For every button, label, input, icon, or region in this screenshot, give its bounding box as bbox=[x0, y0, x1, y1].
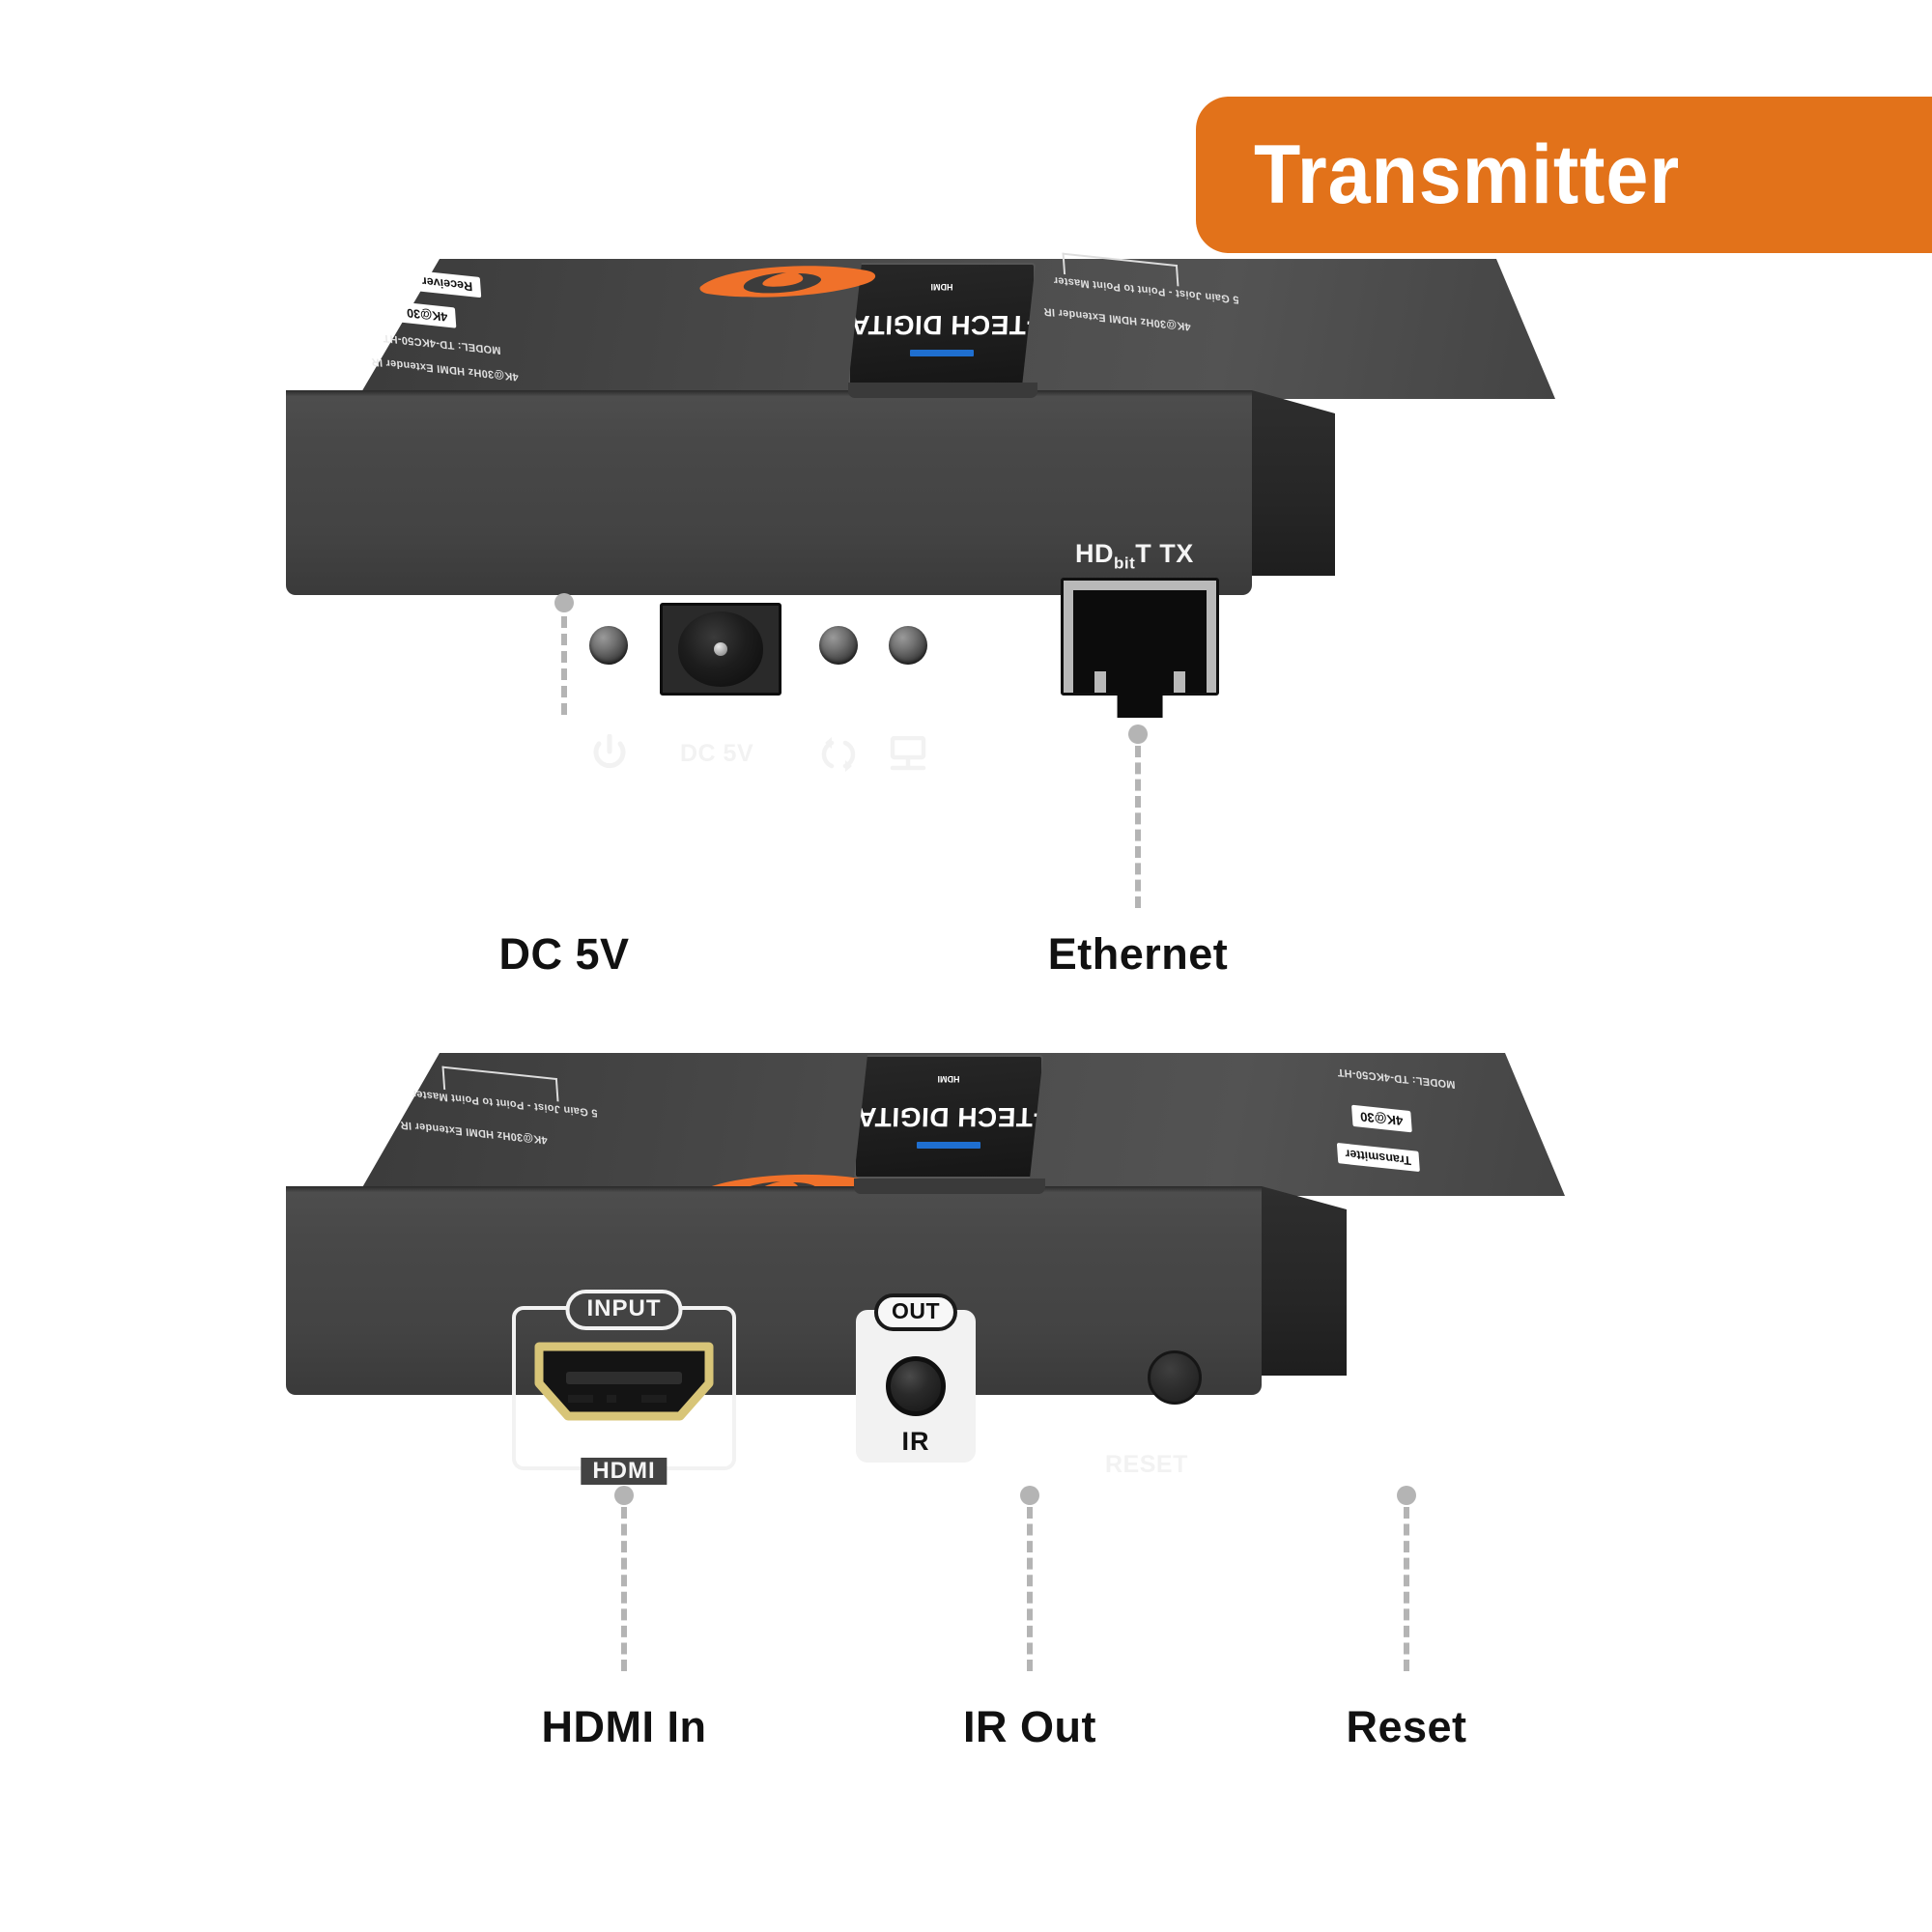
transmitter-banner: Transmitter bbox=[1196, 97, 1932, 253]
rj45-gap-left bbox=[1094, 671, 1106, 693]
hdbit-label-main: HD bbox=[1075, 539, 1114, 568]
link-led bbox=[819, 626, 858, 665]
brand-plate-2: J-TECH DIGITAL HDMI bbox=[854, 1055, 1043, 1179]
hdmi-connector[interactable] bbox=[533, 1341, 715, 1424]
chassis-right-side-2 bbox=[1262, 1186, 1347, 1376]
ir-out-tag: OUT bbox=[873, 1293, 958, 1331]
hdbit-label-tail: T TX bbox=[1135, 539, 1194, 568]
lid-silkscreen-right-2: MODEL: TD-4KC50-HT 4K@30 Transmitter bbox=[1314, 1063, 1536, 1217]
ir-label: IR bbox=[901, 1427, 930, 1456]
callout-dot-ethernet bbox=[1128, 724, 1148, 744]
jtech-swoosh-logo bbox=[699, 266, 876, 298]
callout-dot-hdmi-in bbox=[614, 1486, 634, 1505]
brand-sub-2: HDMI bbox=[937, 1074, 960, 1084]
callout-line-ethernet bbox=[1135, 746, 1141, 908]
callout-line-ir-out bbox=[1027, 1507, 1033, 1671]
reset-button[interactable] bbox=[1148, 1350, 1202, 1405]
dc-power-jack[interactable] bbox=[660, 603, 781, 696]
callout-label-ethernet: Ethernet bbox=[1047, 929, 1229, 979]
brand-accent-bar bbox=[910, 350, 974, 356]
callout-label-hdmi-in: HDMI In bbox=[541, 1702, 707, 1751]
front-bevel-2 bbox=[286, 1186, 1262, 1192]
dc-jack-barrel bbox=[677, 611, 764, 687]
lid-notch-2 bbox=[854, 1179, 1045, 1194]
refresh-loop-icon bbox=[821, 737, 856, 772]
hdmi-input-group[interactable]: INPUT HDMI bbox=[512, 1290, 736, 1485]
power-icon bbox=[593, 734, 626, 769]
dc-5v-label: DC 5V bbox=[680, 740, 754, 767]
lid-badge-resolution-2: 4K@30 bbox=[1350, 1104, 1412, 1133]
lid-model-text-2: MODEL: TD-4KC50-HT bbox=[1336, 1065, 1456, 1091]
hdbit-label-sub: bit bbox=[1114, 554, 1136, 573]
rj45-tab-slot bbox=[1117, 689, 1163, 718]
front-bevel bbox=[286, 390, 1252, 396]
callout-line-dc5v bbox=[561, 616, 567, 715]
rj45-cavity bbox=[1073, 590, 1207, 718]
hdbit-tx-label: HDbitT TX bbox=[1075, 539, 1194, 573]
device-front-view: J-TECH DIGITAL HDMI Receiver 4K@30 MODEL… bbox=[0, 0, 1932, 979]
callout-label-ir-out: IR Out bbox=[963, 1702, 1096, 1751]
brand-accent-bar-2 bbox=[917, 1142, 980, 1149]
lid-badge-transmitter: Transmitter bbox=[1336, 1142, 1420, 1173]
callout-label-reset: Reset bbox=[1346, 1702, 1467, 1751]
callout-line-hdmi-in bbox=[621, 1507, 627, 1671]
banner-label: Transmitter bbox=[1254, 128, 1681, 221]
hdmi-label: HDMI bbox=[581, 1458, 668, 1485]
chassis-front-face-2 bbox=[286, 1186, 1262, 1395]
chassis-right-side bbox=[1252, 390, 1335, 576]
brand-name-2: J-TECH DIGITAL bbox=[838, 1102, 1059, 1132]
callout-line-reset bbox=[1404, 1507, 1409, 1671]
rj45-gap-right bbox=[1174, 671, 1185, 693]
ethernet-rj45-port[interactable] bbox=[1061, 578, 1219, 718]
callout-label-dc5v: DC 5V bbox=[498, 929, 630, 979]
chassis-front-face bbox=[286, 390, 1252, 595]
callout-dot-reset bbox=[1397, 1486, 1416, 1505]
lid-extender-text-2: 4K@30Hz HDMI Extender IR bbox=[399, 1118, 549, 1147]
ir-jack[interactable] bbox=[886, 1356, 946, 1416]
power-led bbox=[589, 626, 628, 665]
lid-notch bbox=[848, 383, 1037, 398]
callout-dot-dc5v bbox=[554, 593, 574, 612]
dc-jack-pin bbox=[713, 641, 727, 656]
video-led bbox=[889, 626, 927, 665]
callout-dot-ir-out bbox=[1020, 1486, 1039, 1505]
hdmi-input-tag: INPUT bbox=[565, 1290, 683, 1330]
reset-label: RESET bbox=[1105, 1451, 1188, 1478]
ir-out-group[interactable]: OUT IR bbox=[856, 1293, 976, 1463]
monitor-icon bbox=[890, 736, 926, 771]
